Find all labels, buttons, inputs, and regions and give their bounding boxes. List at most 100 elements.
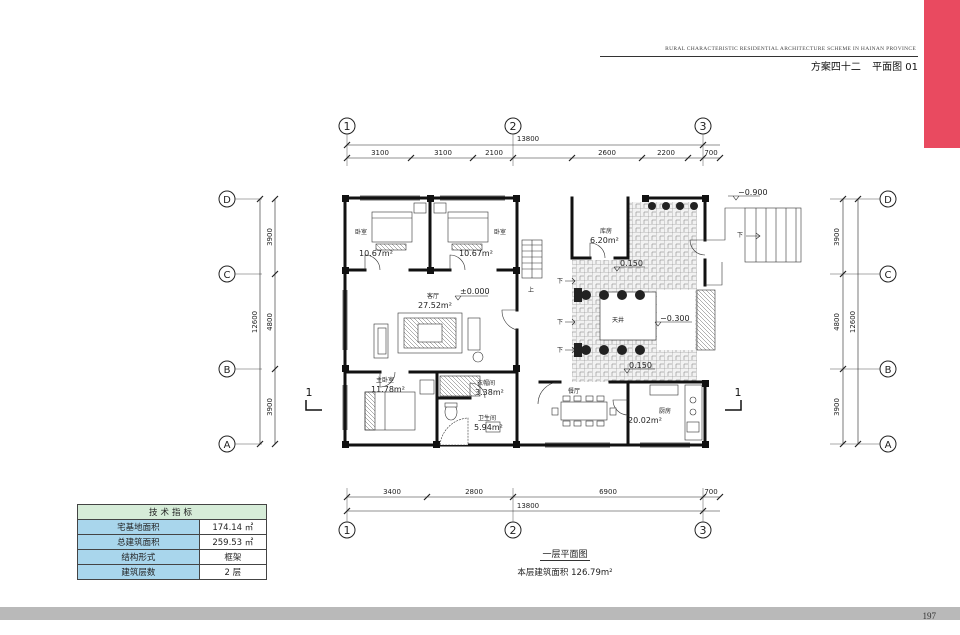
plant-pots [574, 202, 698, 357]
walls [343, 196, 707, 447]
dim-top-4: 2600 [598, 149, 616, 157]
table-row: 总建筑面积 259.53 ㎡ [77, 534, 268, 550]
tv-cabinet [467, 317, 481, 351]
room-bedroom-1-name: 卧室 [355, 228, 367, 236]
axis-D-right-label: D [884, 195, 892, 206]
bottom-dimension-labels: 3400 2800 6900 700 13800 [383, 488, 718, 510]
dim-left-1: 3900 [266, 228, 274, 246]
axis-leaders [235, 134, 880, 522]
axis-2-top-label: 2 [510, 120, 517, 133]
room-master-name: 主卧室 [376, 376, 394, 384]
elevation-ticks [454, 195, 760, 374]
dim-bottom-1: 3400 [383, 488, 401, 496]
dim-left-2: 4800 [266, 313, 274, 331]
room-kitchen-area: 20.02m² [628, 416, 662, 425]
dining-table [560, 401, 608, 421]
interior-stairs [521, 239, 543, 279]
axis-2-bottom-label: 2 [510, 524, 517, 537]
header-subtitle: RURAL CHARACTERISTIC RESIDENTIAL ARCHITE… [665, 46, 916, 52]
right-dimension-labels: 3900 4800 3900 12600 [833, 228, 857, 416]
scheme-label: 方案四十二 [810, 62, 861, 73]
table-row: 宅基地面积 174.14 ㎡ [77, 519, 268, 535]
dim-left-3: 3900 [266, 398, 274, 416]
left-dimensions [256, 195, 279, 448]
door-swings [364, 239, 706, 416]
plan-title: 一层平面图 [540, 547, 590, 561]
direction-arrows [565, 232, 761, 354]
plan-caption: 一层平面图 本层建筑面积 126.79m² [490, 547, 640, 578]
tech-table-title: 技术指标 [77, 504, 267, 520]
axis-D-left-label: D [223, 195, 231, 206]
bottom-dimensions [343, 493, 724, 515]
dim-bottom-3: 6900 [599, 488, 617, 496]
tech-key: 结构形式 [77, 549, 200, 565]
level-court-top: 0.150 [620, 259, 643, 268]
room-bedroom-2-name: 卧室 [494, 228, 506, 236]
tech-key: 建筑层数 [77, 564, 200, 580]
section-markers [305, 400, 742, 411]
dim-top-5: 2200 [657, 149, 675, 157]
header-rule [600, 56, 918, 57]
top-dimensions [343, 141, 724, 162]
dim-right-2: 4800 [833, 313, 841, 331]
axis-A-right-label: A [885, 440, 892, 451]
section-label-left: 1 [306, 386, 313, 399]
down-label-2: 下 [557, 319, 563, 326]
bed-right [447, 211, 489, 243]
room-closet-name: 衣帽间 [477, 379, 495, 387]
up-label-stairs: 上 [528, 286, 534, 294]
dim-top-3: 2100 [485, 149, 503, 157]
level-living: ±0.000 [460, 287, 490, 296]
room-master-area: 11.78m² [371, 385, 405, 394]
tech-key: 宅基地面积 [77, 519, 200, 535]
table-row: 建筑层数 2 层 [77, 564, 268, 580]
axis-1-top-label: 1 [344, 120, 351, 133]
room-bath-name: 卫生间 [478, 414, 496, 422]
level-court-mid: −0.300 [660, 314, 690, 323]
down-label-entry: 下 [737, 232, 743, 239]
columns [342, 195, 709, 448]
room-courtyard-name: 天井 [612, 316, 624, 324]
axis-3-bottom-label: 3 [700, 524, 707, 537]
furniture [364, 202, 802, 446]
drawing-label: 平面图 01 [872, 62, 918, 73]
tech-key: 总建筑面积 [77, 534, 200, 550]
dim-right-total: 12600 [849, 311, 857, 333]
level-court-bottom: 0.150 [629, 361, 652, 370]
tech-value: 框架 [198, 549, 268, 565]
axis-markers: 1 2 3 1 2 3 D C B A D C B A [218, 117, 897, 539]
exterior-stairs [744, 207, 802, 263]
direction-labels: 下 上 下 下 下 [528, 232, 743, 354]
dim-right-3: 3900 [833, 398, 841, 416]
tech-value: 2 层 [198, 564, 268, 580]
header-title: 方案四十二 平面图 01 [700, 58, 918, 73]
footer-bar [0, 607, 960, 620]
axis-B-right-label: B [885, 365, 892, 376]
axis-B-left-label: B [224, 365, 231, 376]
top-dimension-labels: 13800 3100 3100 2100 2600 2200 700 [371, 135, 718, 157]
room-kitchen-name: 厨房 [659, 407, 671, 415]
tech-table: 技术指标 宅基地面积 174.14 ㎡ 总建筑面积 259.53 ㎡ 结构形式 … [77, 504, 268, 580]
tech-value: 259.53 ㎡ [198, 534, 268, 550]
dim-left-total: 12600 [251, 311, 259, 333]
room-bedroom-1-area: 10.67m² [359, 249, 393, 258]
room-storage-area: 6.20m² [590, 236, 619, 245]
axis-1-bottom-label: 1 [344, 524, 351, 537]
down-label-1: 下 [557, 278, 563, 285]
axis-3-top-label: 3 [700, 120, 707, 133]
accent-tab [924, 0, 960, 148]
dim-top-6: 700 [704, 149, 717, 157]
windows [342, 195, 690, 448]
plan-area: 本层建筑面积 126.79m² [517, 568, 613, 578]
room-bath-area: 5.94m² [474, 423, 503, 432]
level-entry: −0.900 [738, 188, 768, 197]
courtyard [572, 202, 697, 382]
kitchen-counter [649, 384, 679, 396]
dim-bottom-total: 13800 [517, 502, 539, 510]
dim-bottom-2: 2800 [465, 488, 483, 496]
room-living-area: 27.52m² [418, 301, 452, 310]
tech-value: 174.14 ㎡ [198, 519, 268, 535]
right-dimensions [839, 195, 862, 448]
dim-top-1: 3100 [371, 149, 389, 157]
page-number: 197 [922, 611, 937, 621]
